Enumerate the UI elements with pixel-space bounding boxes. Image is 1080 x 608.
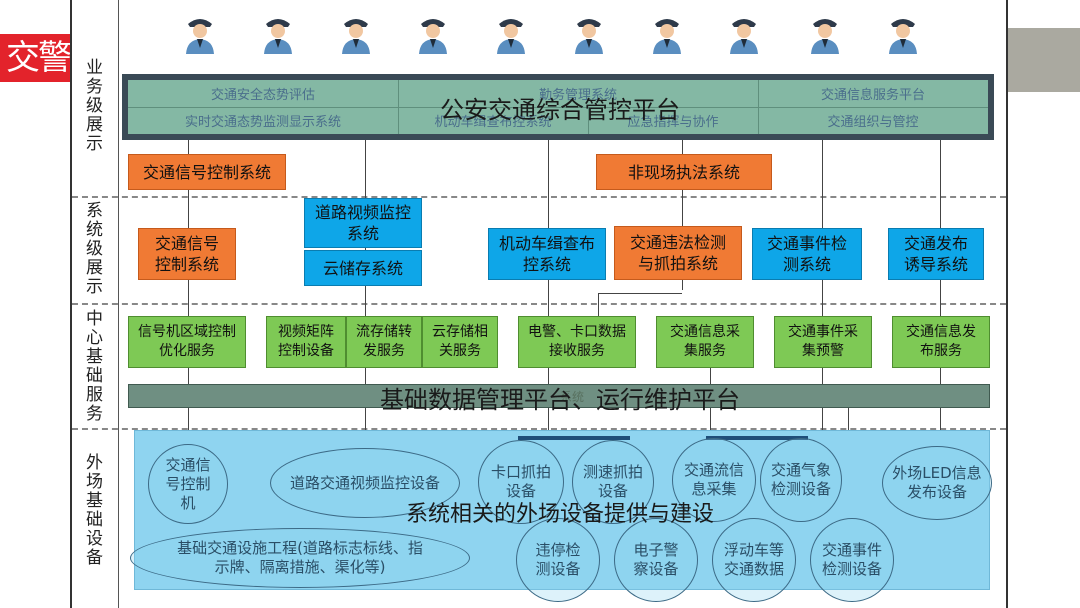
connector-line — [188, 140, 189, 430]
field-weather-detection: 交通气象检测设备 — [760, 438, 842, 522]
field-checkpoint-capture: 卡口抓拍设备 — [478, 440, 564, 524]
system-vehicle-control: 机动车缉查布控系统 — [488, 228, 606, 280]
diagram-frame — [70, 0, 1008, 608]
field-floating-vehicle: 浮动车等交通数据 — [712, 518, 796, 602]
police-officer-icon — [264, 19, 292, 54]
field-signal-controller: 交通信号控制机 — [148, 444, 228, 524]
police-officer-icon — [342, 19, 370, 54]
system-cloud-storage: 云储存系统 — [304, 250, 422, 286]
platform-cell: 实时交通态势监测显示系统 — [128, 107, 399, 134]
police-officer-icon — [575, 19, 603, 54]
connector-line — [548, 140, 549, 430]
top-platform-grid: 交通安全态势评估 勤务管理系统 交通信息服务平台 实时交通态势监测显示系统 机动… — [128, 80, 988, 134]
connector-line — [598, 293, 599, 318]
system-signal-control: 交通信号控制系统 — [138, 228, 236, 280]
system-video-monitoring: 道路视频监控系统 — [304, 198, 422, 248]
top-platform-title: 公安交通综合管控平台 — [440, 96, 680, 124]
system-release-guidance: 交通发布诱导系统 — [888, 228, 984, 280]
platform-cell: 应急指挥与协作 — [588, 107, 759, 134]
data-platform-faint-label: 系统 — [560, 390, 585, 404]
layer-separator — [72, 196, 1006, 198]
layer-label-business: 业务级展示 — [82, 57, 102, 153]
police-officer-icon — [730, 19, 758, 54]
service-signal-area: 信号机区域控制优化服务 — [128, 316, 246, 368]
business-signal-system: 交通信号控制系统 — [128, 154, 286, 190]
service-info-collection: 交通信息采集服务 — [656, 316, 754, 368]
platform-cell: 勤务管理系统 — [398, 80, 759, 108]
connector-line — [848, 408, 849, 438]
business-enforcement-system: 非现场执法系统 — [596, 154, 772, 190]
police-officer-icon — [653, 19, 681, 54]
system-violation-capture: 交通违法检测与抓拍系统 — [614, 226, 742, 280]
police-officer-icon — [186, 19, 214, 54]
field-title: 系统相关的外场设备提供与建设 — [405, 502, 714, 527]
police-officer-icon — [811, 19, 839, 54]
field-incident-detection: 交通事件检测设备 — [810, 518, 894, 602]
logo: 交警 — [0, 34, 70, 82]
service-video-matrix: 视频矩阵控制设备 — [266, 316, 346, 368]
bus-bar — [706, 436, 808, 440]
field-video-equipment: 道路交通视频监控设备 — [270, 448, 460, 518]
platform-cell: 交通安全态势评估 — [128, 80, 399, 108]
connector-line — [682, 140, 683, 290]
layer-label-center: 中心基础服务 — [82, 309, 102, 423]
field-led-release: 外场LED信息发布设备 — [882, 446, 992, 520]
layer-label-field: 外场基础设备 — [82, 453, 102, 567]
service-checkpoint-data: 电警、卡口数据接收服务 — [518, 316, 636, 368]
layer-label-system: 系统级展示 — [82, 200, 102, 296]
service-stream-storage: 流存储转发服务 — [346, 316, 422, 368]
service-cloud-related: 云存储相关服务 — [422, 316, 498, 368]
field-electronic-police: 电子警察设备 — [614, 518, 698, 602]
connector-line — [940, 140, 941, 430]
police-officer-icon — [497, 19, 525, 54]
service-incident-warning: 交通事件采集预警 — [774, 316, 872, 368]
layer-separator — [72, 428, 1006, 430]
platform-cell: 交通信息服务平台 — [758, 80, 988, 108]
field-infrastructure: 基础交通设施工程(道路标志标线、指示牌、隔离措施、渠化等) — [130, 528, 470, 588]
platform-cell: 交通组织与管控 — [827, 115, 919, 130]
police-officer-icon — [419, 19, 447, 54]
bus-bar — [518, 436, 630, 440]
side-tab — [1008, 28, 1080, 92]
layer-separator — [72, 303, 1006, 305]
police-officer-icon — [889, 19, 917, 54]
connector-line — [598, 293, 682, 294]
top-platform: 交通安全态势评估 勤务管理系统 交通信息服务平台 实时交通态势监测显示系统 机动… — [122, 74, 994, 140]
data-platform-bar — [128, 384, 990, 408]
platform-cell: 机动车缉查布控系统 — [398, 107, 589, 134]
service-info-release: 交通信息发布服务 — [892, 316, 990, 368]
system-incident-detection: 交通事件检测系统 — [752, 228, 862, 280]
data-platform-title: 基础数据管理平台、运行维护平台 — [380, 386, 740, 414]
field-parking-detection: 违停检测设备 — [516, 518, 600, 602]
field-speed-capture: 测速抓拍设备 — [572, 440, 654, 524]
field-flow-collection: 交通流信息采集 — [672, 438, 756, 522]
